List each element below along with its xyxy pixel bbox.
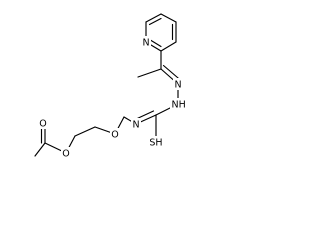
bond [148,17,162,26]
structure-canvas: N N NH N SH O O O [34,13,188,160]
atom-label-carbonyl-o: O [39,119,46,130]
atom-label-hydrazine-nh: NH [172,100,186,111]
atom-layer: N N NH N SH O O O [38,36,188,160]
bond-layer [34,13,182,157]
molecule-diagram: N N NH N SH O O O [34,13,188,160]
atom-label-thiol-sh: SH [149,138,162,149]
bond [145,13,162,23]
bond [160,41,177,52]
bond [34,142,46,157]
atom-label-pyridine-n: N [142,38,149,49]
bond [137,68,162,78]
bond [160,13,177,23]
atom-label-ether-o: O [111,130,118,141]
bond [74,126,96,137]
atom-label-thiourea-n: N [132,120,139,131]
bond [148,38,162,48]
atom-label-hydrazone-n: N [174,80,181,91]
atom-label-ester-o: O [62,149,69,160]
